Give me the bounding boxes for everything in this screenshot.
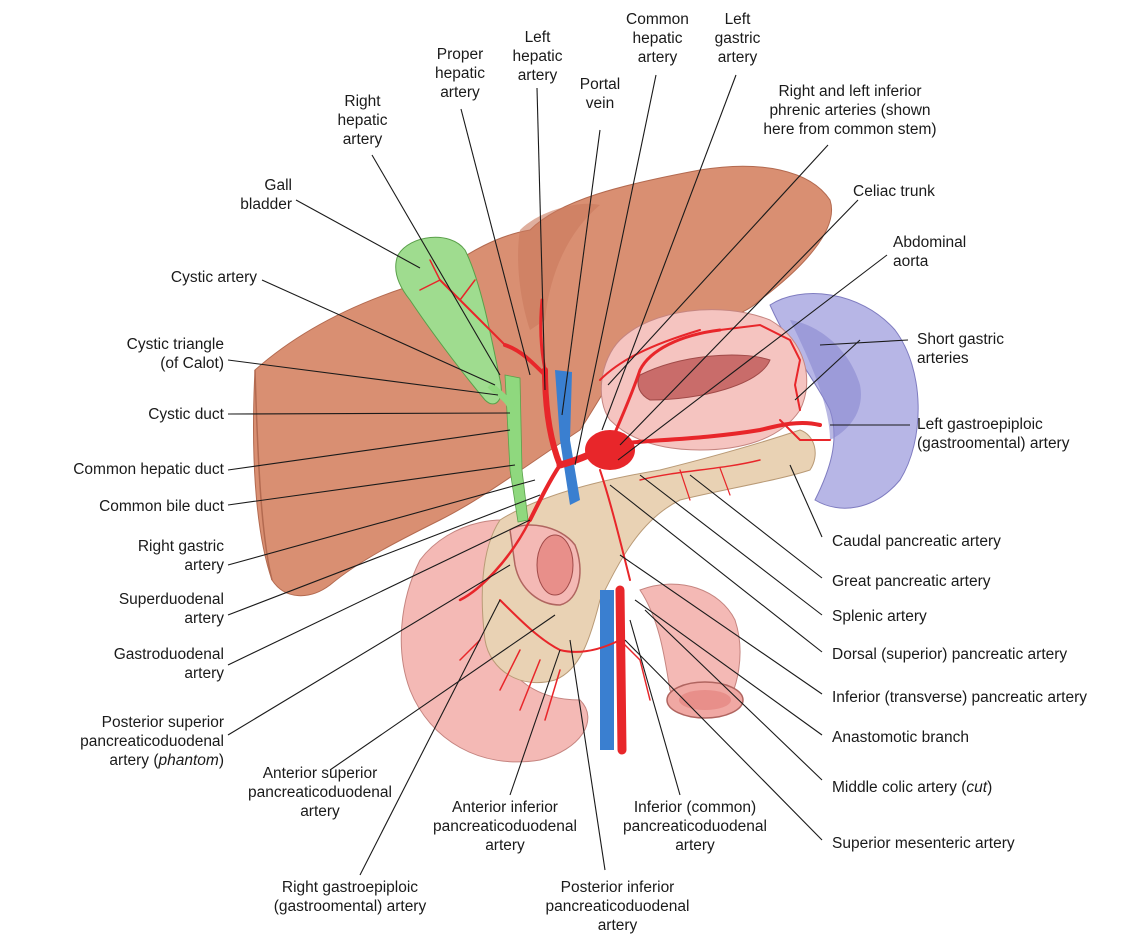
label-splenic-artery: Splenic artery bbox=[832, 608, 927, 625]
spleen bbox=[769, 293, 919, 509]
label-middle-colic-artery: Middle colic artery (cut) bbox=[832, 778, 992, 797]
label-common-bile-duct: Common bile duct bbox=[99, 498, 224, 515]
label-cystic-triangle: Cystic triangle(of Calot) bbox=[126, 336, 224, 372]
label-anastomotic-branch: Anastomotic branch bbox=[832, 729, 969, 746]
psp-close: ) bbox=[218, 752, 224, 769]
leader-lines bbox=[227, 74, 910, 876]
label-superior-mesenteric-artery: Superior mesenteric artery bbox=[832, 835, 1015, 852]
label-great-pancreatic-artery: Great pancreatic artery bbox=[832, 573, 991, 590]
label-cystic-duct: Cystic duct bbox=[148, 406, 224, 423]
mc-text: Middle colic artery ( bbox=[832, 779, 967, 796]
stomach bbox=[600, 309, 808, 451]
label-caudal-pancreatic-artery: Caudal pancreatic artery bbox=[832, 533, 1001, 550]
label-dorsal-pancreatic-artery: Dorsal (superior) pancreatic artery bbox=[832, 646, 1068, 663]
pylorus-cut bbox=[509, 524, 581, 606]
arteries bbox=[419, 259, 831, 755]
label-cystic-artery: Cystic artery bbox=[170, 269, 257, 286]
pancreas bbox=[481, 429, 816, 684]
label-left-gastroepiploic-artery: Left gastroepiploic(gastroomental) arter… bbox=[917, 416, 1070, 452]
portal-vein bbox=[555, 370, 614, 750]
label-right-gastroepiploic-artery: Right gastroepiploic(gastroomental) arte… bbox=[273, 879, 427, 915]
mc-cut: cut bbox=[966, 779, 988, 796]
label-common-hepatic-duct: Common hepatic duct bbox=[73, 461, 224, 478]
psp-phantom: phantom bbox=[158, 752, 219, 769]
label-celiac-trunk: Celiac trunk bbox=[853, 183, 935, 200]
label-inferior-pancreatic-artery: Inferior (transverse) pancreatic artery bbox=[832, 689, 1087, 706]
mc-close: ) bbox=[987, 779, 993, 796]
